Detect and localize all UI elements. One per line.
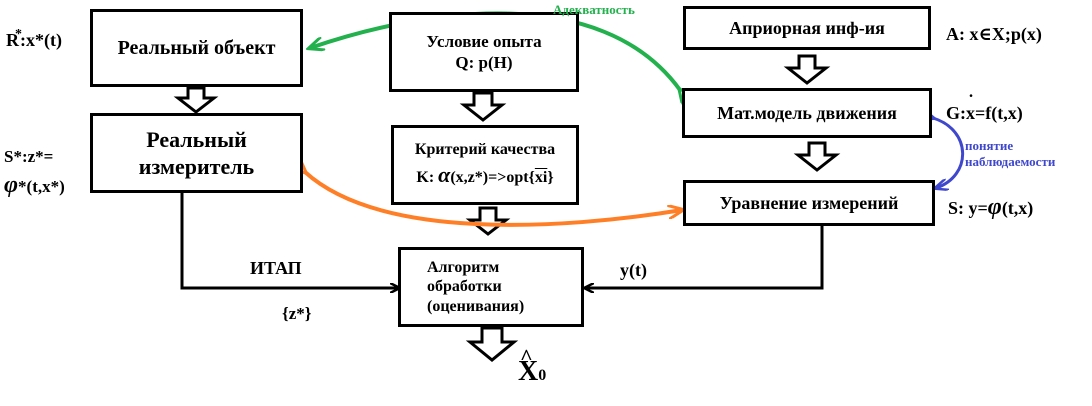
s-star-suffix: *(t,x*) xyxy=(18,176,65,196)
math-model-box: Мат.модель движения xyxy=(682,88,932,138)
flow-arrow-model-to-measurement xyxy=(793,141,841,172)
s-prefix: S: y= xyxy=(948,198,988,218)
z-star-label: {z*} xyxy=(282,304,312,323)
measurement-label: Уравнение измерений xyxy=(719,192,899,213)
flow-arrow-apriori-to-model xyxy=(783,54,831,85)
a-label: A: x∈X;p(x) xyxy=(946,24,1042,45)
r-star: * xyxy=(15,27,22,42)
apriori-info-box: Априорная инф-ия xyxy=(683,6,931,50)
experiment-label-2: Q: p(H) xyxy=(455,53,513,72)
algorithm-label-2: обработки xyxy=(427,278,502,296)
algorithm-label-3: (оценивания) xyxy=(427,297,525,315)
s-star-label: S*:z*= φ*(t,x*) xyxy=(4,146,65,201)
measurement-equation-box: Уравнение измерений xyxy=(683,180,935,226)
quality-label-2: K: α(x,z*)=>opt{xi} xyxy=(416,161,553,190)
real-meter-box: Реальный измеритель xyxy=(90,113,303,193)
r-suffix: :x*(t) xyxy=(20,30,62,50)
x0-main: X xyxy=(518,356,539,387)
x0-output-label: ^ X0 xyxy=(518,344,547,388)
flow-arrow-object-to-meter xyxy=(173,86,219,114)
g-xdot: x˙ xyxy=(966,91,975,123)
x0-sub: 0 xyxy=(538,367,547,384)
algorithm-label-1: Алгоритм xyxy=(427,259,500,277)
r-label: R*:x*(t) xyxy=(6,27,62,51)
s-star-line-2: φ*(t,x*) xyxy=(4,169,65,201)
flow-arrow-criterion-to-algorithm xyxy=(465,206,511,236)
a-prefix: A: x xyxy=(946,24,979,44)
itap-label: ИТАП xyxy=(250,258,302,278)
real-object-label: Реальный объект xyxy=(117,36,276,59)
real-object-box: Реальный объект xyxy=(90,9,303,87)
y-t-label: y(t) xyxy=(620,260,647,280)
flow-arrow-algorithm-output xyxy=(465,326,519,362)
experiment-condition-box: Условие опыта Q: p(H) xyxy=(389,12,579,92)
g-suffix: =f(t,x) xyxy=(975,103,1023,123)
flow-arrow-experiment-to-criterion xyxy=(459,91,507,122)
observability-line-2: наблюдаемости xyxy=(965,154,1056,170)
apriori-label: Априорная инф-ия xyxy=(729,17,885,38)
adequacy-label: Адекватность xyxy=(553,2,635,17)
phi-symbol-icon: φ xyxy=(4,171,19,198)
quality-label-1: Критерий качества xyxy=(414,141,556,159)
g-label: G:x˙=f(t,x) xyxy=(946,91,1023,124)
element-of-icon: ∈ xyxy=(978,24,992,44)
real-meter-label-2: измеритель xyxy=(138,154,255,179)
g-prefix: G: xyxy=(946,103,966,123)
s-star-line-1: S*:z*= xyxy=(4,147,54,166)
quality-criterion-box: Критерий качества K: α(x,z*)=>opt{xi} xyxy=(391,125,579,205)
observability-arc xyxy=(933,118,965,188)
s-suffix: (t,x) xyxy=(1001,198,1034,218)
quality-rest: (x,z*)=>opt{ xyxy=(450,169,535,187)
phi-symbol-icon: φ xyxy=(987,194,1002,220)
experiment-label-1: Условие опыта xyxy=(426,31,542,51)
meter-measurement-arc xyxy=(305,172,682,227)
itap-connector xyxy=(180,192,398,288)
quality-k: K: xyxy=(416,169,439,187)
s-label: S: y=φ(t,x) xyxy=(948,194,1033,221)
algorithm-box: Алгоритм обработки (оценивания) xyxy=(398,247,584,327)
observability-line-1: понятие xyxy=(965,138,1014,153)
x-dot-icon: ˙ xyxy=(968,91,974,111)
alpha-symbol-icon: α xyxy=(438,162,451,188)
x0-hat-icon: ^ xyxy=(520,344,533,369)
quality-close: } xyxy=(547,169,554,187)
r-prefix: R xyxy=(6,30,19,50)
a-suffix: X;p(x) xyxy=(991,24,1042,44)
quality-xi: xi xyxy=(534,169,548,187)
observability-label: понятие наблюдаемости xyxy=(965,138,1055,171)
math-model-label: Мат.модель движения xyxy=(717,102,897,123)
y-connector xyxy=(586,224,824,288)
real-meter-label-1: Реальный xyxy=(146,126,247,152)
